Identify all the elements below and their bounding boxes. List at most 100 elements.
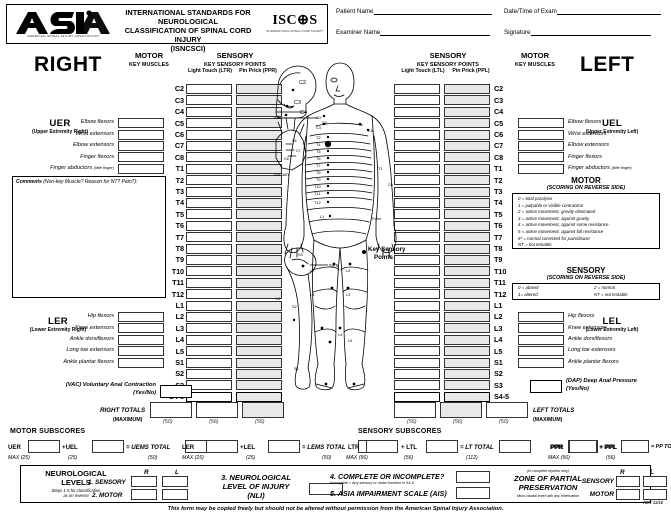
sensory-right-pp-C8[interactable] xyxy=(236,152,282,163)
sensory-right-lt-T12[interactable] xyxy=(186,289,232,300)
sensory-right-lt-T9[interactable] xyxy=(186,255,232,265)
sensory-right-lt-T7[interactable] xyxy=(186,232,232,243)
sensory-right-lt-S4-5[interactable] xyxy=(186,391,232,402)
sensory-level-left-input[interactable] xyxy=(162,476,188,487)
signature-field[interactable]: Signature xyxy=(504,28,651,36)
sensory-left-pp-L1[interactable] xyxy=(444,300,490,311)
comments-box[interactable] xyxy=(12,176,166,298)
sensory-right-lt-L3[interactable] xyxy=(186,323,232,334)
motor-left-L2[interactable] xyxy=(518,312,564,322)
examiner-name-field[interactable]: Examiner Name xyxy=(336,28,491,36)
sensory-right-pp-T4[interactable] xyxy=(236,198,282,208)
sensory-left-lt-C8[interactable] xyxy=(394,152,440,163)
sensory-left-pp-S3[interactable] xyxy=(444,380,490,391)
motor-right-C7[interactable] xyxy=(118,141,164,151)
sensory-left-lt-T7[interactable] xyxy=(394,232,440,243)
motor-right-L3[interactable] xyxy=(118,323,164,334)
sensory-right-pp-T8[interactable] xyxy=(236,243,282,254)
sensory-right-pp-T11[interactable] xyxy=(236,277,282,288)
motor-left-T1[interactable] xyxy=(518,163,564,174)
motor-right-L4[interactable] xyxy=(118,334,164,345)
sensory-right-pp-T3[interactable] xyxy=(236,186,282,197)
sensory-left-lt-C2[interactable] xyxy=(394,84,440,94)
motor-right-L5[interactable] xyxy=(118,346,164,357)
sensory-right-pp-S3[interactable] xyxy=(236,380,282,391)
sensory-left-pp-S4-5[interactable] xyxy=(444,391,490,402)
sensory-left-pp-S1[interactable] xyxy=(444,357,490,368)
patient-name-field[interactable]: Patient Name xyxy=(336,7,492,15)
sensory-right-lt-S2[interactable] xyxy=(186,369,232,379)
sensory-left-lt-T11[interactable] xyxy=(394,277,440,288)
sensory-left-pp-T10[interactable] xyxy=(444,266,490,277)
zpp-motor-right-input[interactable] xyxy=(616,489,640,500)
ltl-subscore-input[interactable] xyxy=(426,440,458,453)
sensory-right-pp-T5[interactable] xyxy=(236,209,282,220)
right-pp-total-input[interactable] xyxy=(242,402,284,418)
sensory-left-pp-T8[interactable] xyxy=(444,243,490,254)
sensory-right-pp-T7[interactable] xyxy=(236,232,282,243)
zpp-sensory-left-input[interactable] xyxy=(643,476,667,487)
sensory-left-lt-T3[interactable] xyxy=(394,186,440,197)
sensory-left-pp-C6[interactable] xyxy=(444,129,490,140)
sensory-left-pp-T1[interactable] xyxy=(444,163,490,174)
sensory-right-lt-T11[interactable] xyxy=(186,277,232,288)
motor-right-S1[interactable] xyxy=(118,357,164,368)
right-motor-total-input[interactable] xyxy=(150,402,192,418)
zpp-sensory-right-input[interactable] xyxy=(616,476,640,487)
motor-level-right-input[interactable] xyxy=(131,489,157,500)
motor-left-C8[interactable] xyxy=(518,152,564,163)
sensory-right-pp-T10[interactable] xyxy=(236,266,282,277)
sensory-left-pp-C7[interactable] xyxy=(444,141,490,151)
sensory-right-pp-S1[interactable] xyxy=(236,357,282,368)
sensory-right-lt-C8[interactable] xyxy=(186,152,232,163)
sensory-right-pp-C3[interactable] xyxy=(236,95,282,106)
ler-subscore-input[interactable] xyxy=(206,440,238,453)
motor-level-left-input[interactable] xyxy=(162,489,188,500)
sensory-left-pp-T11[interactable] xyxy=(444,277,490,288)
motor-right-C8[interactable] xyxy=(118,152,164,163)
lel-subscore-input[interactable] xyxy=(268,440,300,453)
sensory-right-lt-T10[interactable] xyxy=(186,266,232,277)
sensory-right-lt-T2[interactable] xyxy=(186,175,232,186)
sensory-left-lt-T2[interactable] xyxy=(394,175,440,186)
sensory-right-lt-T1[interactable] xyxy=(186,163,232,174)
sensory-left-lt-S3[interactable] xyxy=(394,380,440,391)
sensory-right-pp-T6[interactable] xyxy=(236,220,282,231)
sensory-right-lt-C2[interactable] xyxy=(186,84,232,94)
sensory-left-lt-C3[interactable] xyxy=(394,95,440,106)
sensory-left-lt-T4[interactable] xyxy=(394,198,440,208)
sensory-left-lt-S4-5[interactable] xyxy=(394,391,440,402)
sensory-left-pp-L4[interactable] xyxy=(444,334,490,345)
sensory-right-lt-C5[interactable] xyxy=(186,118,232,129)
sensory-right-pp-L4[interactable] xyxy=(236,334,282,345)
sensory-right-pp-S4-5[interactable] xyxy=(236,391,282,402)
sensory-right-pp-T12[interactable] xyxy=(236,289,282,300)
sensory-right-lt-T3[interactable] xyxy=(186,186,232,197)
vac-input[interactable] xyxy=(160,385,192,398)
sensory-left-pp-C2[interactable] xyxy=(444,84,490,94)
sensory-right-pp-L5[interactable] xyxy=(236,346,282,357)
motor-right-C6[interactable] xyxy=(118,129,164,140)
sensory-left-pp-T4[interactable] xyxy=(444,198,490,208)
motor-left-L4[interactable] xyxy=(518,334,564,345)
sensory-right-lt-C7[interactable] xyxy=(186,141,232,151)
sensory-left-lt-L4[interactable] xyxy=(394,334,440,345)
sensory-left-pp-L2[interactable] xyxy=(444,312,490,322)
sensory-left-lt-T8[interactable] xyxy=(394,243,440,254)
sensory-left-pp-L5[interactable] xyxy=(444,346,490,357)
sensory-left-lt-S2[interactable] xyxy=(394,369,440,379)
sensory-left-lt-T1[interactable] xyxy=(394,163,440,174)
sensory-left-lt-L2[interactable] xyxy=(394,312,440,322)
sensory-left-pp-S2[interactable] xyxy=(444,369,490,379)
sensory-left-lt-T12[interactable] xyxy=(394,289,440,300)
motor-left-C5[interactable] xyxy=(518,118,564,129)
sensory-right-pp-L3[interactable] xyxy=(236,323,282,334)
sensory-right-lt-C3[interactable] xyxy=(186,95,232,106)
sensory-left-pp-T7[interactable] xyxy=(444,232,490,243)
sensory-right-pp-C6[interactable] xyxy=(236,129,282,140)
left-lt-total-input[interactable] xyxy=(394,402,436,418)
ppr-subscore-input[interactable] xyxy=(569,440,597,453)
date-time-field[interactable]: Date/Time of Exam xyxy=(504,7,661,15)
sensory-right-pp-T1[interactable] xyxy=(236,163,282,174)
sensory-right-pp-T2[interactable] xyxy=(236,175,282,186)
